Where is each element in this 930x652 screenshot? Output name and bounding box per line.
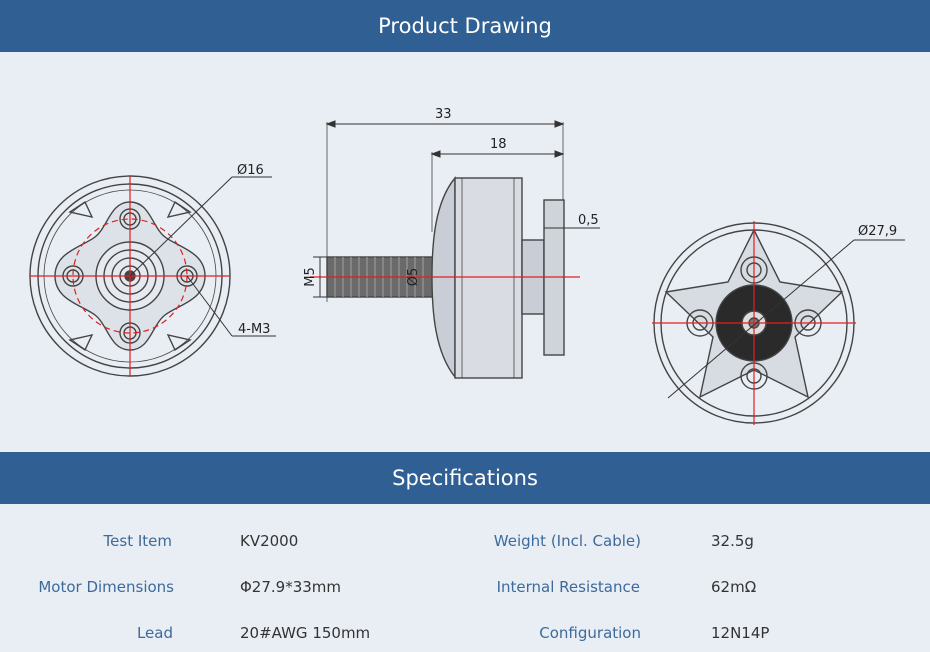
product-drawing-area: Ø16 4-M3 33 18 0,5 M5 Ø5 Ø27,9 (0, 52, 930, 452)
spec-value: 20#AWG 150mm (240, 624, 371, 642)
spec-value: 32.5g (711, 532, 754, 550)
spec-label: Lead (136, 624, 173, 642)
spec-value: 62mΩ (711, 578, 757, 596)
side-gap-label: 0,5 (578, 213, 599, 228)
left-view-leaders (129, 176, 276, 337)
left-screws-label: 4-M3 (238, 322, 270, 337)
spec-label: Test Item (103, 532, 172, 550)
right-view-centerlines (652, 221, 856, 425)
spec-label: Configuration (539, 624, 641, 642)
left-diameter-label: Ø16 (237, 163, 264, 178)
spec-label: Weight (Incl. Cable) (493, 532, 641, 550)
specifications-table: Test Item KV2000 Weight (Incl. Cable) 32… (0, 504, 930, 652)
side-thread-label: M5 (303, 267, 318, 287)
spec-value: KV2000 (240, 532, 299, 550)
side-view-dimension-lines (313, 120, 600, 298)
motor-technical-drawing: Ø16 4-M3 33 18 0,5 M5 Ø5 Ø27,9 (29, 107, 905, 425)
side-total-length-label: 33 (435, 107, 452, 122)
product-drawing-header: Product Drawing (0, 0, 930, 52)
specifications-title: Specifications (392, 466, 538, 490)
right-diameter-label: Ø27,9 (858, 224, 897, 239)
side-shaft-label: Ø5 (406, 268, 421, 287)
spec-label: Motor Dimensions (38, 578, 174, 596)
product-drawing-title: Product Drawing (378, 14, 552, 38)
motor-side-view (326, 122, 565, 379)
right-view-leader (667, 239, 905, 399)
specifications-header: Specifications (0, 452, 930, 504)
side-body-length-label: 18 (490, 137, 507, 152)
spec-value: Φ27.9*33mm (240, 578, 342, 596)
spec-label: Internal Resistance (496, 578, 640, 596)
spec-value: 12N14P (711, 624, 770, 642)
